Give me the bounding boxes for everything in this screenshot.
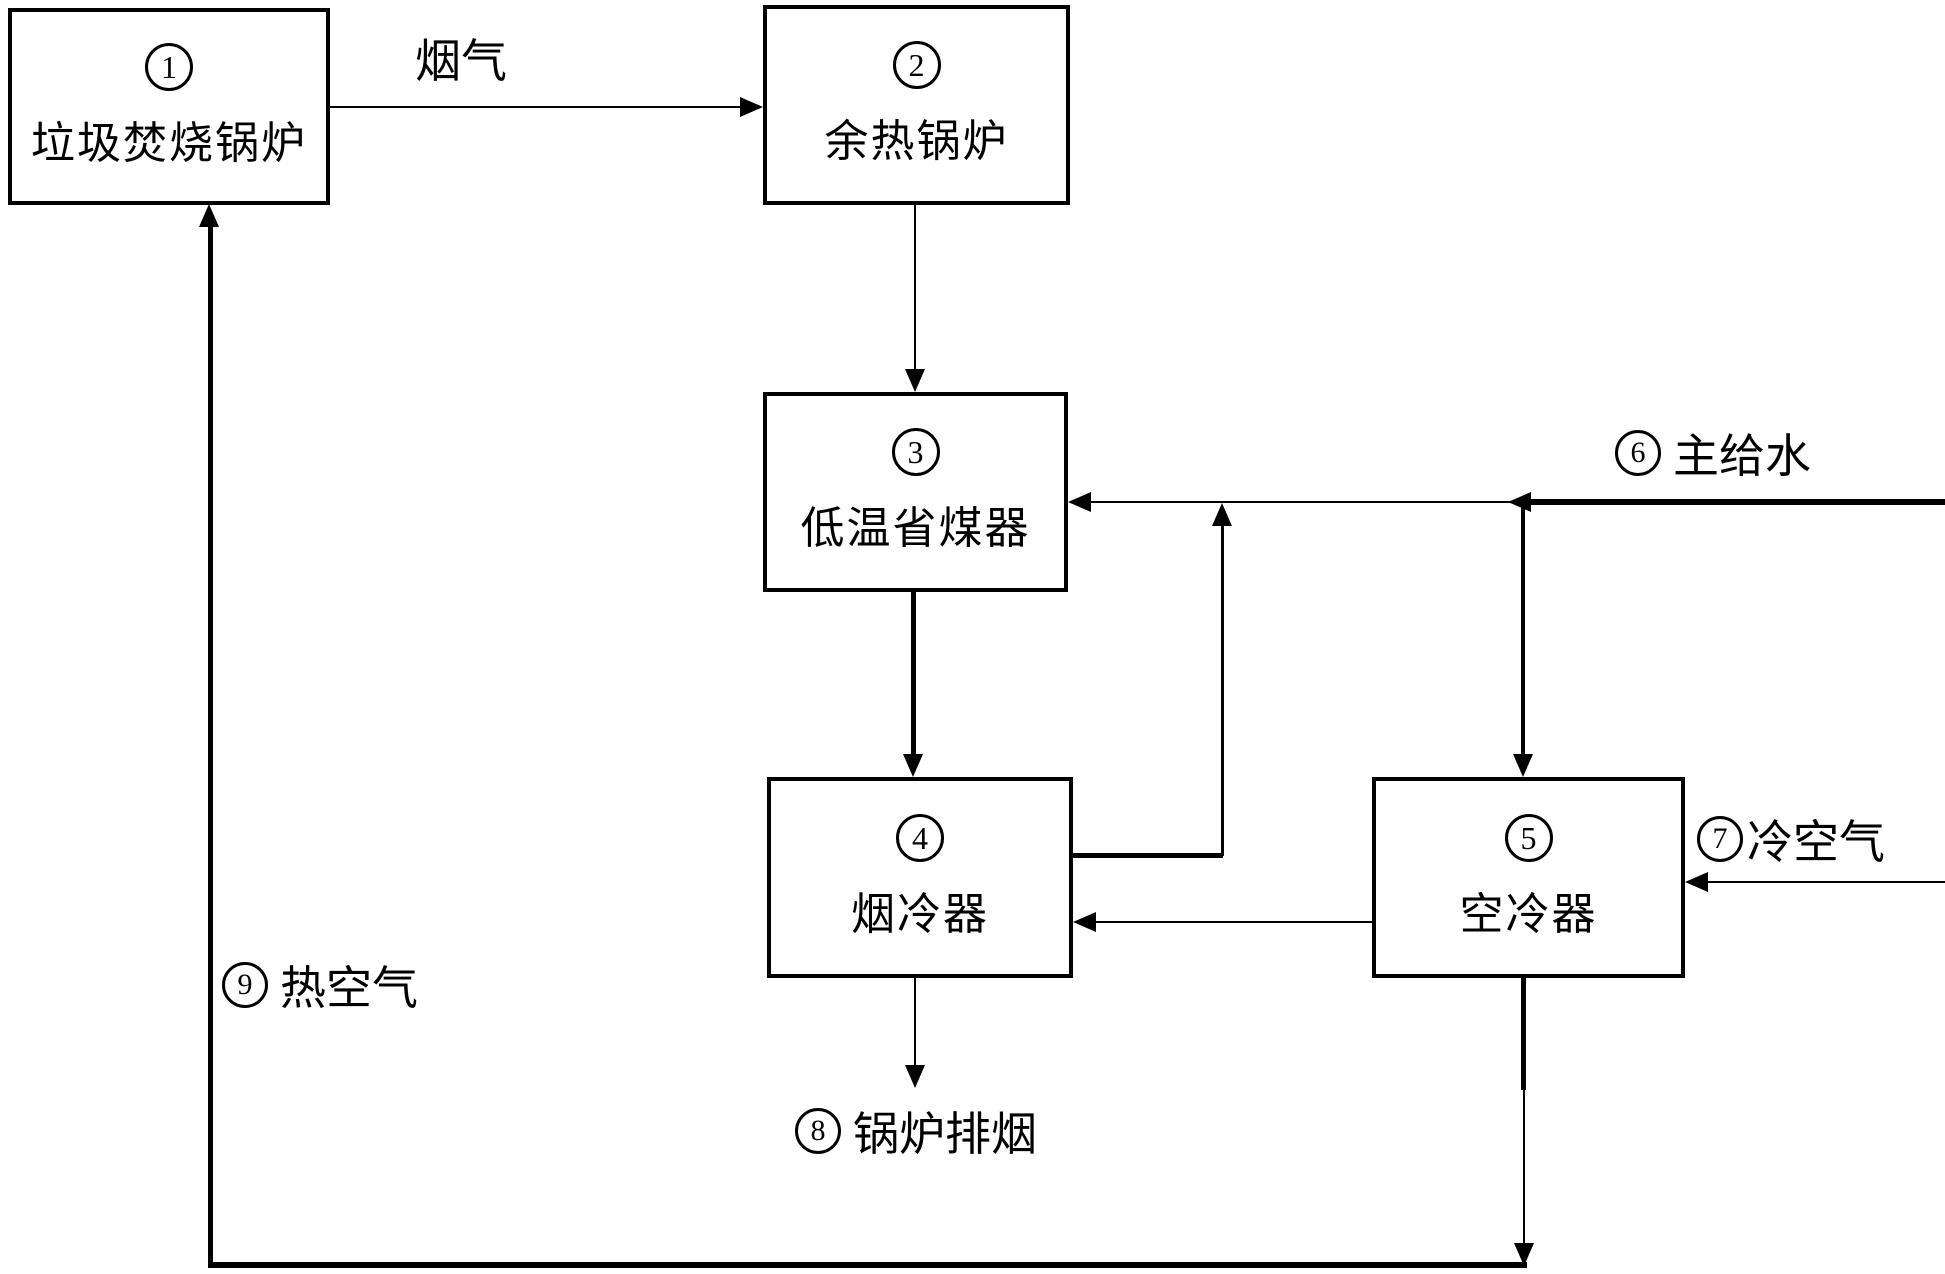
arrowhead-right-icon	[740, 97, 763, 117]
arrowhead-down-icon	[905, 1065, 925, 1088]
stream-label-hot-air: 9 热空气	[222, 952, 418, 1018]
stream-number-badge: 9	[222, 962, 268, 1008]
stream-label-main-feedwater: 6 主给水	[1615, 420, 1811, 486]
box-number-badge: 2	[893, 41, 941, 89]
box-label: 垃圾焚烧锅炉	[31, 107, 307, 171]
process-box-waste-incineration-boiler: 1 垃圾焚烧锅炉	[8, 8, 330, 205]
stream-label-boiler-exhaust: 8 锅炉排烟	[795, 1098, 1037, 1164]
process-box-low-temp-economizer: 3 低温省煤器	[763, 392, 1068, 592]
box-label: 余热锅炉	[825, 105, 1009, 169]
feedwater-to-box5-line	[1521, 505, 1525, 755]
stream-label-text: 热空气	[280, 952, 418, 1018]
box4-to-exhaust-line	[914, 978, 916, 1066]
box-number-badge: 1	[145, 43, 193, 91]
box4-return-vertical-line	[1221, 524, 1224, 856]
stream-label-text: 锅炉排烟	[853, 1098, 1037, 1164]
stream-label-text: 主给水	[1673, 420, 1811, 486]
box5-drop-line-thick	[1521, 978, 1526, 1090]
arrowhead-left-icon	[1685, 872, 1708, 892]
arrowhead-down-icon	[1513, 754, 1533, 777]
flue-gas-line	[330, 106, 744, 108]
box5-drop-line-thin	[1523, 1090, 1525, 1246]
box-label: 空冷器	[1460, 878, 1598, 942]
arrowhead-left-icon	[1068, 492, 1091, 512]
box2-to-box3-line	[914, 205, 916, 373]
cold-air-line	[1707, 881, 1945, 883]
stream-number-badge: 7	[1697, 816, 1743, 862]
hot-air-bottom-line	[208, 1262, 1527, 1268]
arrowhead-up-icon	[1212, 503, 1232, 526]
box-label: 烟冷器	[851, 878, 989, 942]
box5-to-box4-line	[1095, 921, 1372, 923]
box-number-badge: 4	[896, 814, 944, 862]
box-number-badge: 3	[892, 428, 940, 476]
main-feedwater-line	[1520, 499, 1945, 505]
process-box-waste-heat-boiler: 2 余热锅炉	[763, 5, 1070, 205]
box-number-badge: 5	[1505, 814, 1553, 862]
stream-label-text: 烟气	[415, 25, 507, 91]
process-box-air-cooler: 5 空冷器	[1372, 777, 1685, 978]
stream-label-text: 冷空气	[1747, 806, 1885, 872]
stream-label-flue-gas: 烟气	[415, 25, 507, 91]
box3-to-box4-line	[911, 592, 916, 756]
stream-number-badge: 8	[795, 1108, 841, 1154]
process-box-flue-gas-cooler: 4 烟冷器	[767, 777, 1073, 978]
feedwater-to-box3-line	[1090, 501, 1522, 503]
box-label: 低温省煤器	[801, 492, 1031, 556]
stream-label-cold-air: 7 冷空气	[1697, 806, 1885, 872]
arrowhead-down-icon	[903, 754, 923, 777]
box4-return-horizontal-line	[1073, 853, 1223, 858]
arrowhead-left-icon	[1073, 912, 1096, 932]
hot-air-riser-line	[208, 227, 213, 1268]
arrowhead-up-icon	[199, 204, 219, 227]
stream-number-badge: 6	[1615, 430, 1661, 476]
arrowhead-down-icon	[905, 369, 925, 392]
